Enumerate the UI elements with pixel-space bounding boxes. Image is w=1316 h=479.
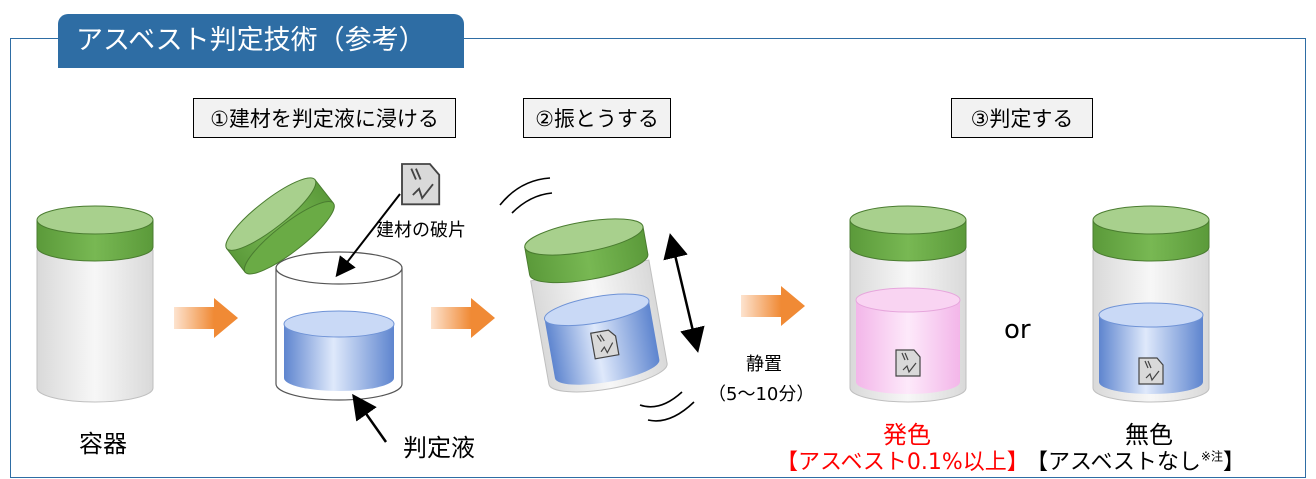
step-1-label: ①建材を判定液に浸ける (193, 98, 456, 138)
diagram-frame (10, 38, 1306, 478)
colored-result-label: 【アスベスト0.1%以上】 (776, 450, 1029, 475)
colored-result-container (849, 205, 967, 403)
material-fragment (401, 163, 441, 206)
colorless-result-container (1092, 205, 1210, 403)
or-label: or (1004, 315, 1031, 345)
process-arrow (741, 286, 805, 326)
liquid-pointer-arrow (352, 393, 388, 443)
process-arrow (174, 298, 238, 338)
rest-label: 静置 (746, 354, 782, 375)
colorless-result-label: 【アスベストなし※注】 (1026, 444, 1245, 476)
shake-direction-arrow (663, 233, 705, 353)
fragment-label: 建材の破片 (376, 220, 466, 241)
step-2-label: ②振とうする (523, 98, 671, 138)
container-label: 容器 (79, 430, 127, 458)
step-3-label: ③判定する (951, 98, 1093, 138)
colorless-result-text: 【アスベストなし (1026, 450, 1201, 475)
rest-time-label: （5～10分） (708, 384, 815, 405)
colorless-result-close: 】 (1222, 450, 1245, 475)
diagram-title: アスベスト判定技術（参考） (58, 14, 464, 68)
note-mark: ※注 (1200, 449, 1223, 464)
process-arrow (431, 298, 495, 338)
colorless-label: 無色 (1125, 421, 1173, 449)
liquid-label: 判定液 (403, 434, 475, 462)
open-lid (225, 177, 335, 275)
shaking-container (524, 218, 668, 393)
shake-motion-lines (499, 177, 695, 422)
fragment-pointer-arrow (335, 193, 401, 278)
empty-container (36, 205, 154, 403)
colored-label: 発色 (883, 421, 931, 449)
